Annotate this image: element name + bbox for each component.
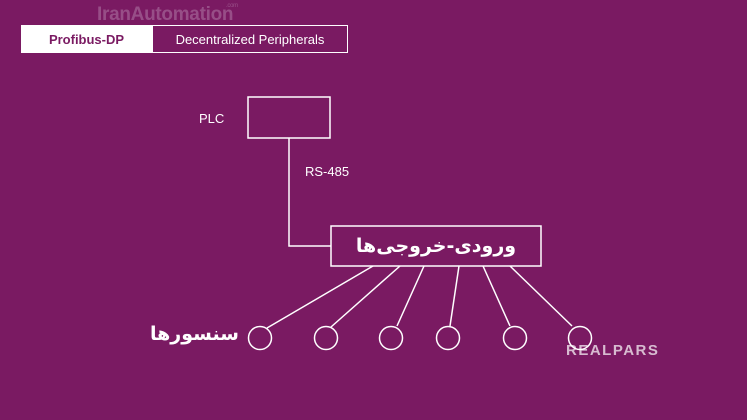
io-label: ورودی-خروجی‌ها [355,235,517,257]
sensor-link [482,265,511,327]
sensor-node [567,325,593,351]
sensor-node [313,325,339,351]
sensors-label: سنسورها [150,323,239,345]
sensor-group [247,265,593,351]
watermark-subtext: .com [226,3,238,9]
sensor-node [502,325,528,351]
rs485-label: RS-485 [305,164,350,179]
sensor-link [509,265,573,327]
sensor-node [247,325,273,351]
sensor-node [378,325,404,351]
sensor-link [266,265,374,329]
sensor-link [330,265,401,328]
sensor-node [435,325,461,351]
watermark-text: IranAutomation [97,4,234,25]
plc-label: PLC [199,111,225,126]
header-description: Decentralized Peripherals [152,25,348,53]
sensor-link [449,265,460,327]
realpars-logo: REALPARS [566,342,660,359]
sensor-link [396,265,425,327]
header-tab: Profibus-DP [21,25,152,53]
watermark-logo: IranAutomation .com [97,3,238,26]
io-box [330,225,542,267]
plc-box [247,96,331,139]
rs485-bus-line [288,138,331,247]
